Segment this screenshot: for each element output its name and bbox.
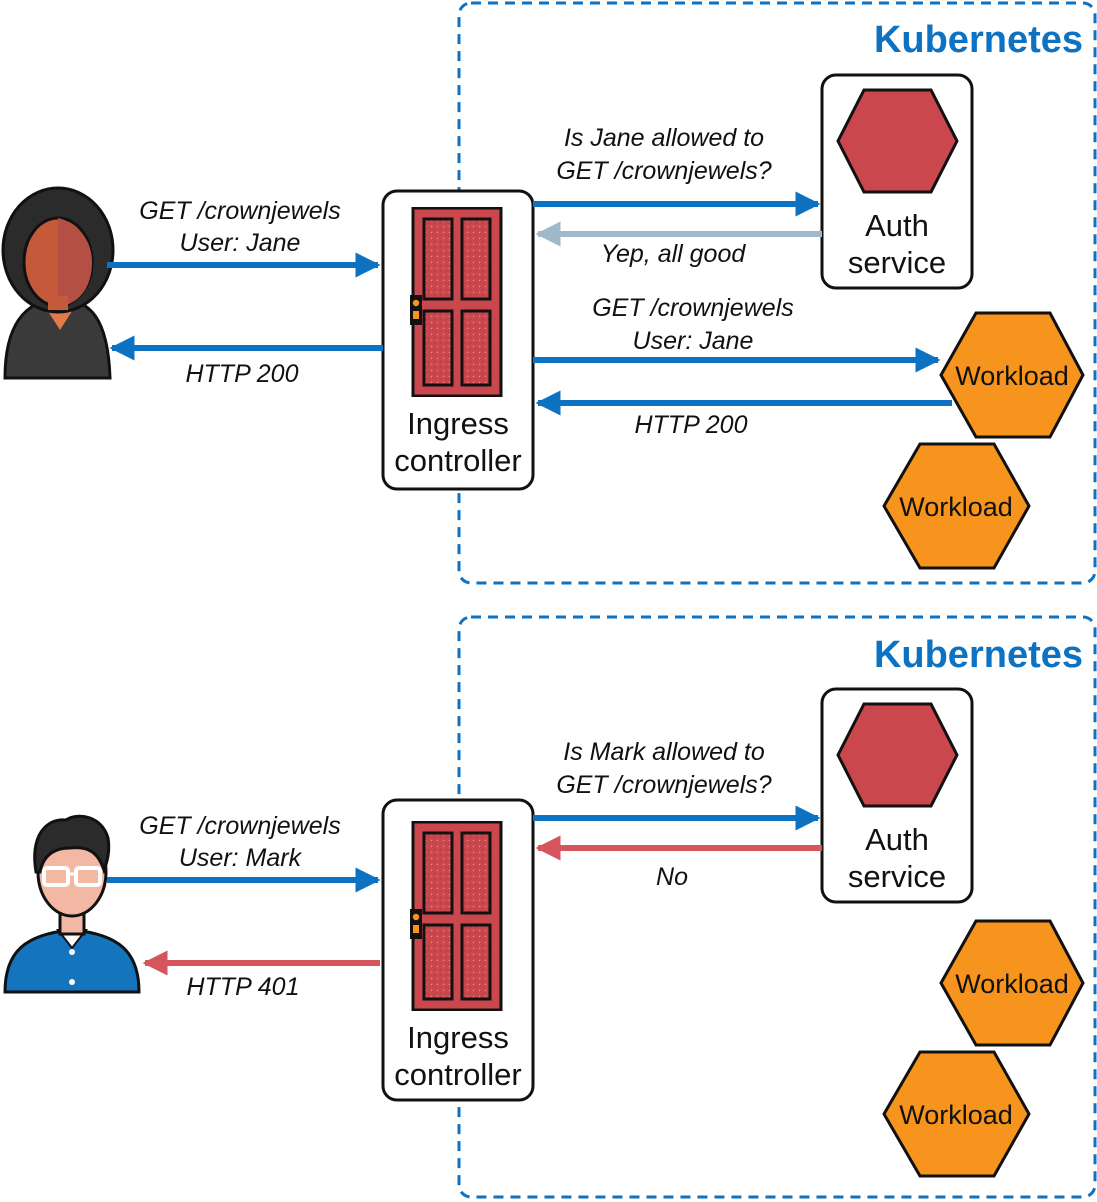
bottom-scenario: Kubernetes Ingress controller Auth <box>3 615 1097 1199</box>
top-scenario: Kubernetes Ingress controller Auth servi… <box>1 1 1097 585</box>
auth-question-line2: GET /crownjewels? <box>556 771 771 799</box>
request-label-line2: User: Jane <box>180 229 301 257</box>
auth-service-box: Auth service <box>820 73 974 290</box>
workload-response-label: HTTP 200 <box>634 411 747 439</box>
svg-text:Workload: Workload <box>899 492 1013 522</box>
door-icon <box>409 821 503 1011</box>
response-label: HTTP 401 <box>186 973 299 1001</box>
user-jane-avatar <box>1 186 115 380</box>
auth-label-line1: Auth <box>865 822 929 857</box>
auth-hexagon-icon <box>836 88 959 194</box>
auth-question-line1: Is Jane allowed to <box>564 124 764 152</box>
auth-service-box: Auth service <box>820 687 974 904</box>
workload-1: Workload <box>939 919 1085 1047</box>
auth-label-line2: service <box>848 245 946 280</box>
forward-label-line1: GET /crownjewels <box>592 294 793 322</box>
svg-text:Workload: Workload <box>955 969 1069 999</box>
user-mark-avatar <box>3 814 141 994</box>
svg-text:Workload: Workload <box>955 361 1069 391</box>
auth-question-line1: Is Mark allowed to <box>563 738 765 766</box>
kubernetes-label: Kubernetes <box>874 634 1083 676</box>
ingress-label-line2: controller <box>394 443 522 478</box>
request-label-line1: GET /crownjewels <box>139 812 340 840</box>
workload-1: Workload <box>939 311 1085 439</box>
response-label: HTTP 200 <box>185 360 298 388</box>
request-label-line2: User: Mark <box>179 844 303 872</box>
ingress-label-line2: controller <box>394 1057 522 1092</box>
svg-text:Workload: Workload <box>899 1100 1013 1130</box>
auth-hexagon-icon <box>836 702 959 808</box>
ingress-label-line1: Ingress <box>407 406 509 441</box>
forward-label-line2: User: Jane <box>633 327 754 355</box>
auth-label-line1: Auth <box>865 208 929 243</box>
workload-2: Workload <box>882 442 1031 570</box>
request-label-line1: GET /crownjewels <box>139 197 340 225</box>
auth-answer-label: Yep, all good <box>601 240 747 268</box>
ingress-label-line1: Ingress <box>407 1020 509 1055</box>
ingress-controller-box: Ingress controller <box>381 798 535 1102</box>
workload-2: Workload <box>882 1050 1031 1178</box>
auth-answer-label: No <box>656 863 688 891</box>
auth-label-line2: service <box>848 859 946 894</box>
auth-question-line2: GET /crownjewels? <box>556 157 771 185</box>
ingress-controller-box: Ingress controller <box>381 189 535 491</box>
door-icon <box>409 207 503 397</box>
kubernetes-label: Kubernetes <box>874 19 1083 61</box>
